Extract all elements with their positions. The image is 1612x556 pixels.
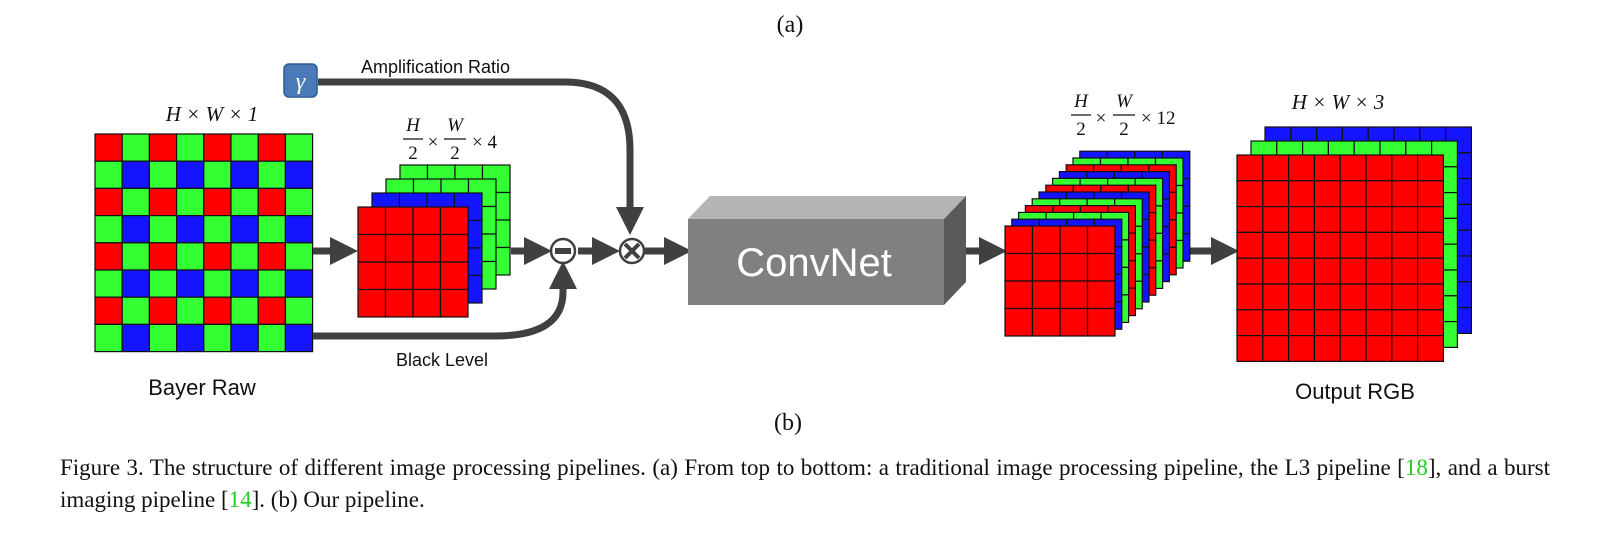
pipeline-diagram: (a) H × W × 1 Bayer Raw H 2 × W 2 × 4 γ …	[94, 12, 1472, 436]
svg-text:W: W	[447, 115, 465, 136]
arrow-black-level	[313, 261, 577, 340]
caption-ref-14[interactable]: 14	[228, 487, 252, 512]
packed-stack	[357, 164, 511, 318]
caption-ref-18[interactable]: 18	[1404, 455, 1428, 480]
bayer-raw-label: Bayer Raw	[148, 375, 256, 400]
convnet-block	[688, 196, 966, 305]
bayer-dims-label: H × W × 1	[165, 102, 259, 126]
convnet-label: ConvNet	[736, 241, 892, 285]
black-level-label: Black Level	[396, 350, 488, 370]
output-rgb-stack	[1236, 126, 1472, 363]
packed-dims-label: H 2 × W 2 × 4	[403, 115, 497, 164]
pipeline-arrows	[313, 78, 1239, 340]
label-a: (a)	[777, 12, 804, 38]
bayer-cells	[94, 133, 314, 353]
packed-layer	[357, 206, 469, 318]
output-layer	[1236, 154, 1444, 363]
feature-stack	[1004, 150, 1191, 337]
svg-text:2: 2	[1076, 119, 1086, 140]
output-dims-label: H × W × 3	[1291, 90, 1385, 114]
label-b: (b)	[774, 410, 802, 436]
svg-text:×: ×	[428, 132, 439, 153]
subtract-operator-icon	[549, 237, 577, 265]
svg-text:W: W	[1116, 91, 1134, 112]
amplification-ratio-label: Amplification Ratio	[361, 57, 510, 77]
feature-dims-label: H 2 × W 2 × 12	[1071, 91, 1175, 140]
svg-text:H: H	[405, 115, 421, 136]
gamma-box-icon	[283, 63, 318, 98]
svg-text:2: 2	[450, 143, 460, 164]
gamma-symbol: γ	[296, 69, 306, 95]
svg-text:2: 2	[1119, 119, 1129, 140]
bayer-raw-grid	[94, 133, 314, 353]
svg-text:H: H	[1073, 91, 1089, 112]
caption-text-1: Figure 3. The structure of different ima…	[60, 455, 1405, 480]
caption-text-2: ], and a burst imaging pipeline [	[60, 455, 1550, 512]
caption-text-3: ]. (b) Our pipeline.	[251, 487, 425, 512]
feature-layer	[1004, 225, 1116, 337]
arrow-amplification	[318, 78, 644, 235]
svg-text:×: ×	[1096, 108, 1107, 129]
figure-caption: Figure 3. The structure of different ima…	[60, 452, 1550, 516]
output-rgb-label: Output RGB	[1295, 379, 1415, 404]
multiply-operator-icon	[618, 237, 646, 265]
svg-text:2: 2	[408, 143, 418, 164]
svg-text:× 12: × 12	[1141, 108, 1175, 129]
svg-text:× 4: × 4	[472, 132, 497, 153]
